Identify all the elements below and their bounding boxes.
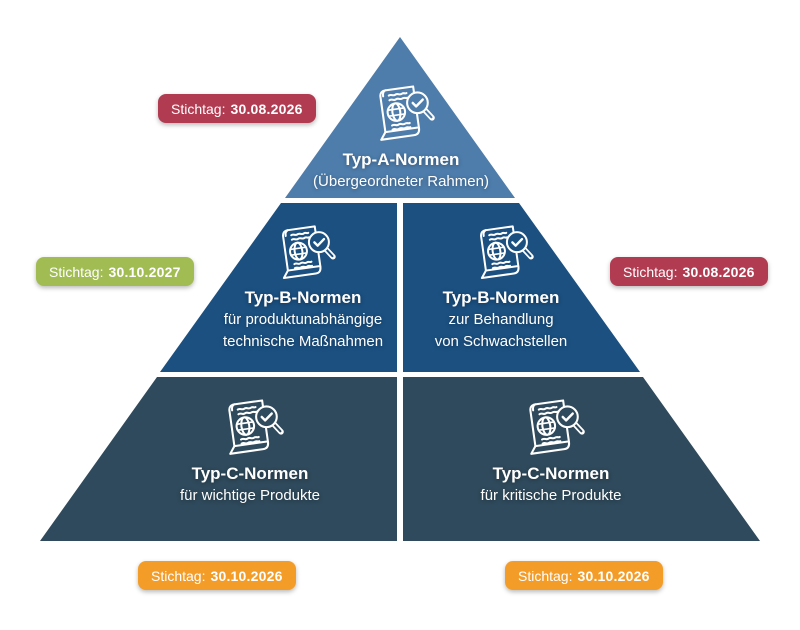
deadline-badge-typ-a: Stichtag: 30.08.2026 bbox=[158, 94, 316, 123]
badge-label: Stichtag: bbox=[623, 263, 678, 280]
badge-date: 30.10.2026 bbox=[210, 567, 283, 584]
badge-date: 30.10.2027 bbox=[108, 263, 181, 280]
deadline-badge-typ-c-right: Stichtag: 30.10.2026 bbox=[505, 561, 663, 590]
badge-date: 30.10.2026 bbox=[577, 567, 650, 584]
deadline-badge-typ-b-left: Stichtag: 30.10.2027 bbox=[36, 257, 194, 286]
badge-label: Stichtag: bbox=[518, 567, 573, 584]
badge-label: Stichtag: bbox=[49, 263, 104, 280]
badge-date: 30.08.2026 bbox=[230, 100, 303, 117]
badge-label: Stichtag: bbox=[171, 100, 226, 117]
badge-label: Stichtag: bbox=[151, 567, 206, 584]
badge-date: 30.08.2026 bbox=[682, 263, 755, 280]
deadline-badge-typ-b-right: Stichtag: 30.08.2026 bbox=[610, 257, 768, 286]
deadline-badge-typ-c-left: Stichtag: 30.10.2026 bbox=[138, 561, 296, 590]
